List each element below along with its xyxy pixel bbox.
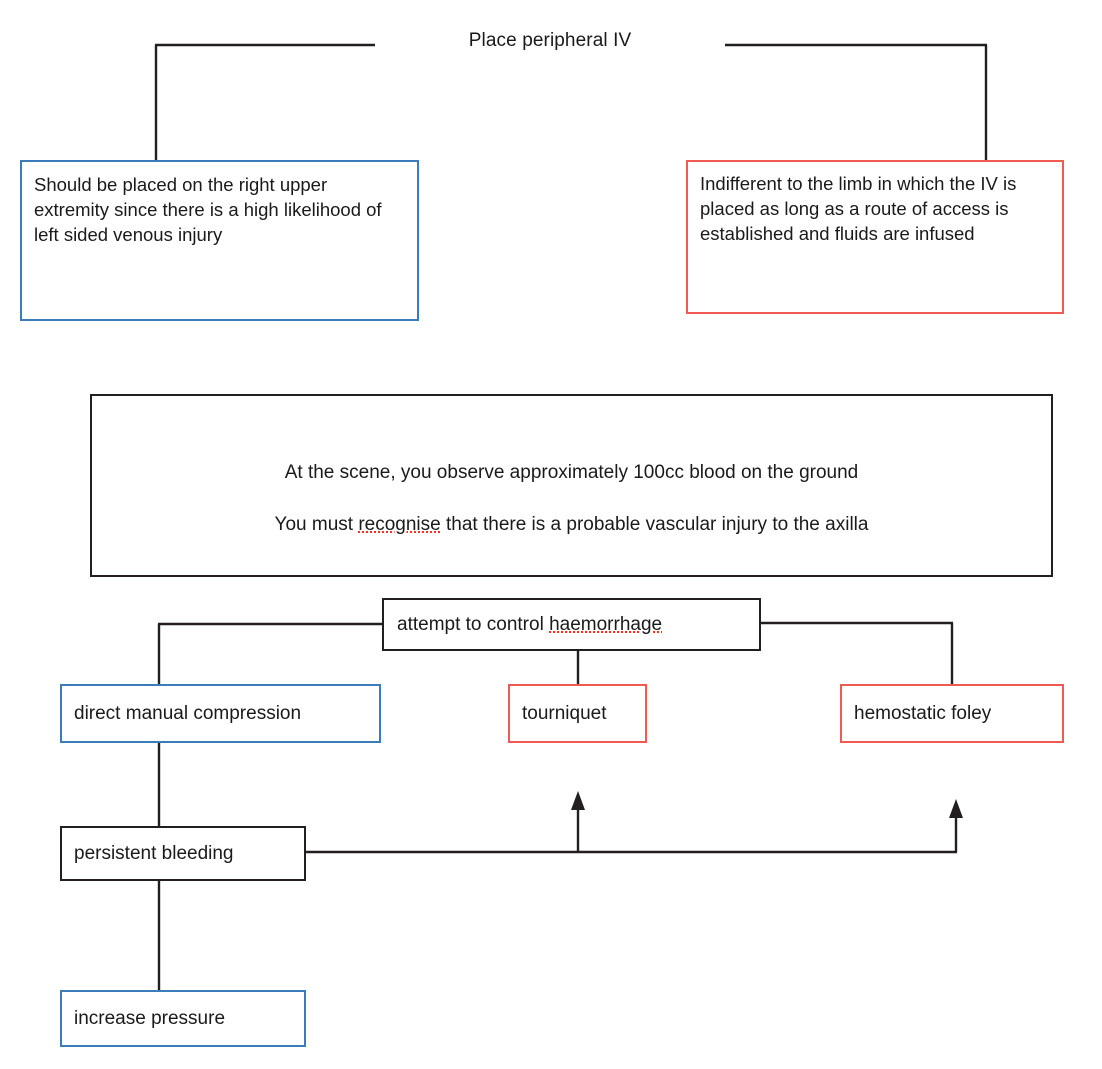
haemorrhage-misspelled-word: haemorrhage: [549, 613, 663, 635]
arrowhead-to-hemostatic-foley: [949, 799, 963, 818]
node-direct-manual-compression-label: direct manual compression: [74, 702, 302, 724]
scene-misspelled-word: recognise: [358, 513, 441, 535]
node-scene-observation[interactable]: At the scene, you observe approximately …: [90, 394, 1053, 577]
scene-line-2-suffix: that there is a probable vascular injury…: [440, 513, 869, 535]
node-scene-observation-label: At the scene, you observe approximately …: [92, 434, 1051, 538]
scene-line-1: At the scene, you observe approximately …: [284, 461, 859, 483]
node-increase-pressure-label: increase pressure: [74, 1007, 226, 1029]
node-persistent-bleeding-label: persistent bleeding: [74, 842, 234, 864]
haemorrhage-prefix: attempt to control: [397, 613, 550, 635]
node-tourniquet[interactable]: tourniquet: [508, 684, 647, 743]
node-hemostatic-foley[interactable]: hemostatic foley: [840, 684, 1064, 743]
node-control-haemorrhage[interactable]: attempt to control haemorrhage: [382, 598, 761, 651]
node-right-upper-extremity-label: Should be placed on the right upper extr…: [34, 174, 382, 245]
node-tourniquet-label: tourniquet: [522, 702, 607, 724]
arrowhead-to-tourniquet: [571, 791, 585, 810]
node-right-upper-extremity[interactable]: Should be placed on the right upper extr…: [20, 160, 419, 321]
node-increase-pressure[interactable]: increase pressure: [60, 990, 306, 1047]
node-hemostatic-foley-label: hemostatic foley: [854, 702, 992, 724]
scene-line-2-prefix: You must: [274, 513, 359, 535]
node-persistent-bleeding[interactable]: persistent bleeding: [60, 826, 306, 881]
page-title: Place peripheral IV: [468, 30, 632, 51]
node-indifferent-limb-label: Indifferent to the limb in which the IV …: [700, 173, 1017, 244]
node-direct-manual-compression[interactable]: direct manual compression: [60, 684, 381, 743]
node-control-haemorrhage-label: attempt to control haemorrhage: [397, 614, 759, 636]
node-indifferent-limb[interactable]: Indifferent to the limb in which the IV …: [686, 160, 1064, 314]
